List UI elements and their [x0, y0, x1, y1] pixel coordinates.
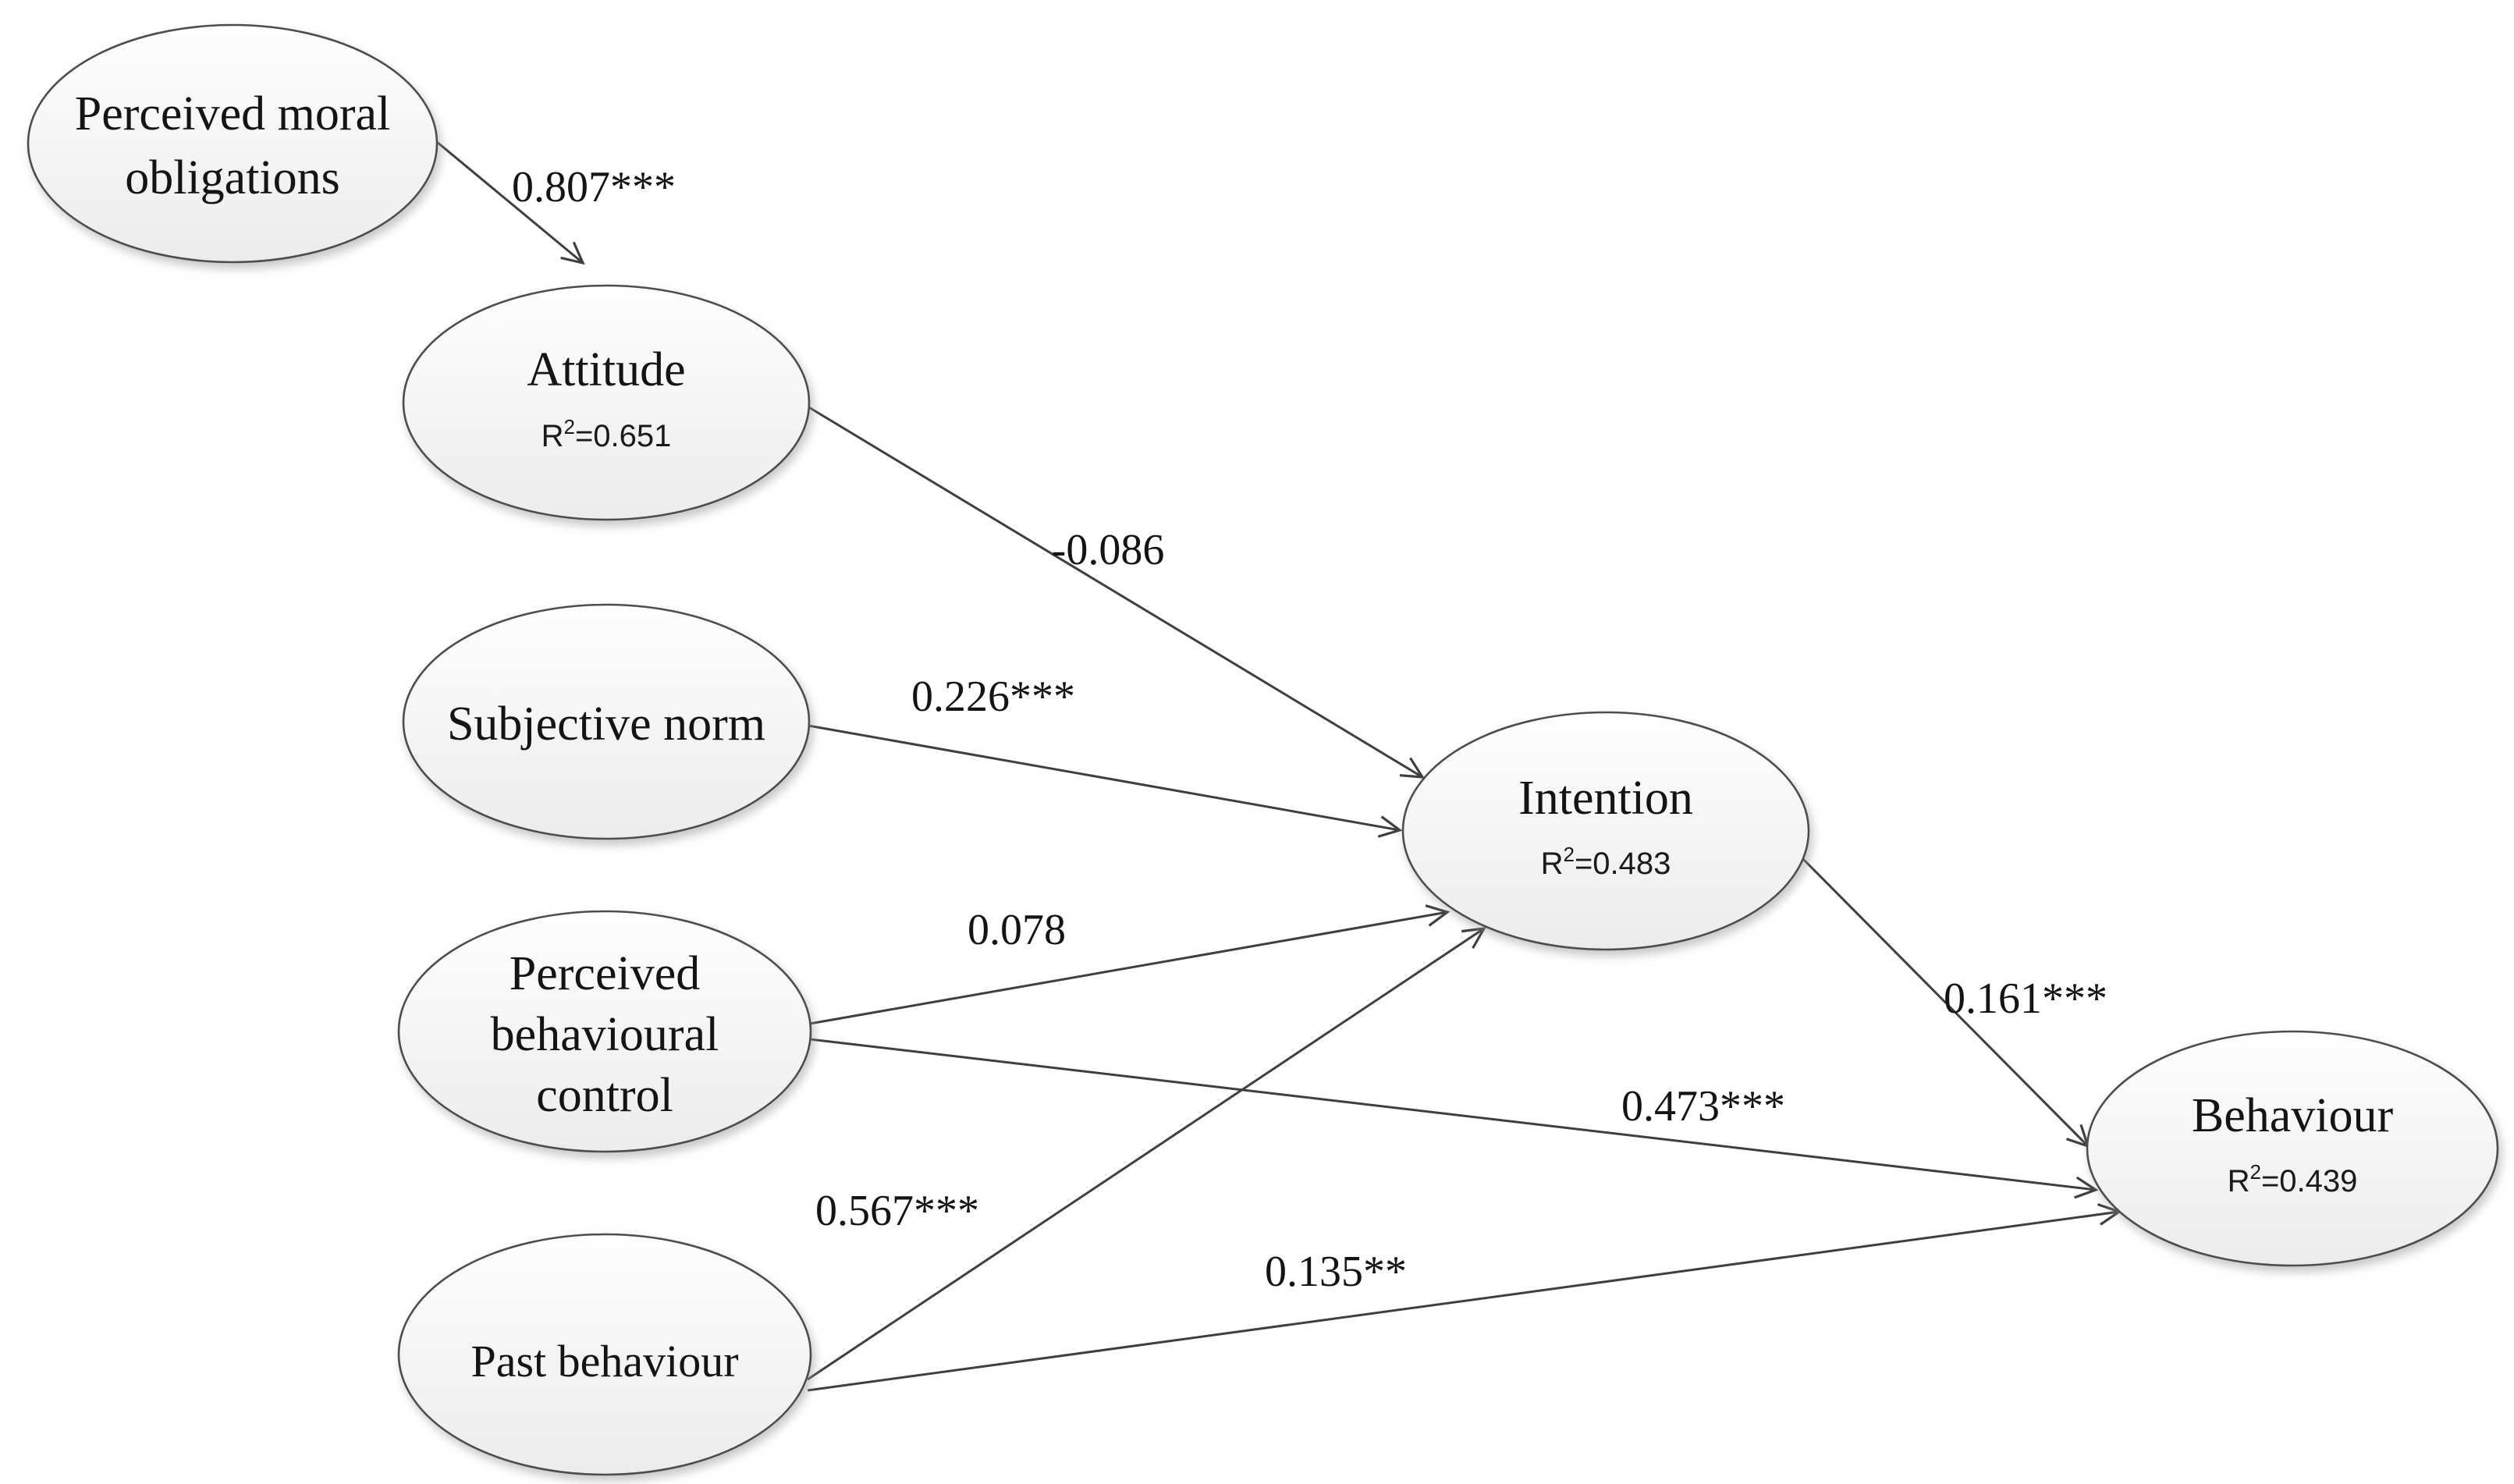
edge-past-behaviour-to-behaviour: [807, 1203, 2122, 1392]
node-behaviour: Behaviour R2=0.439: [2086, 1030, 2499, 1267]
edge-intention-to-behaviour: [1795, 851, 2090, 1149]
pbc-label-line1: Perceived: [510, 947, 700, 1000]
perceived-moral-obligations-label-line2: obligations: [125, 151, 340, 204]
edge-past-behaviour-to-intention: [807, 927, 1486, 1381]
node-subjective-norm: Subjective norm: [402, 603, 811, 840]
edge-label-subjective-norm-to-intention: 0.226***: [911, 673, 1075, 721]
edge-label-past-behaviour-to-behaviour: 0.135**: [1265, 1248, 1407, 1296]
node-past-behaviour: Past behaviour: [397, 1233, 812, 1476]
past-behaviour-ellipse: [397, 1233, 812, 1476]
intention-r2: R2=0.483: [1541, 843, 1671, 881]
edges-layer: [436, 140, 2122, 1392]
edge-pbc-to-intention: [809, 904, 1451, 1025]
node-intention: Intention R2=0.483: [1401, 711, 1810, 951]
edge-attitude-to-intention: [807, 405, 1426, 779]
subjective-norm-label: Subjective norm: [447, 698, 765, 751]
edge-label-pbc-to-intention: 0.078: [968, 906, 1066, 954]
past-behaviour-label: Past behaviour: [470, 1336, 738, 1386]
behaviour-r2: R2=0.439: [2228, 1160, 2358, 1198]
perceived-moral-obligations-ellipse: [27, 23, 439, 264]
pbc-label-line3: control: [536, 1069, 673, 1122]
edge-label-past-behaviour-to-intention: 0.567***: [815, 1187, 979, 1235]
behaviour-ellipse: [2086, 1030, 2499, 1267]
node-perceived-behavioural-control: Perceived behavioural control: [397, 910, 812, 1153]
edge-pbc-to-behaviour: [809, 1038, 2099, 1199]
edge-label-attitude-to-intention: -0.086: [1052, 526, 1165, 574]
edge-label-pbc-to-behaviour: 0.473***: [1621, 1082, 1785, 1131]
edge-labels-layer: 0.807*** -0.086 0.226*** 0.078 0.567*** …: [512, 163, 2107, 1296]
attitude-ellipse: [402, 284, 811, 521]
pbc-label-line2: behavioural: [491, 1008, 719, 1061]
edge-pmo-to-attitude: [436, 140, 585, 265]
node-attitude: Attitude R2=0.651: [402, 284, 811, 521]
perceived-moral-obligations-label-line1: Perceived moral: [75, 87, 391, 140]
subjective-norm-ellipse: [402, 603, 811, 840]
perceived-behavioural-control-ellipse: [397, 910, 812, 1153]
attitude-r2: R2=0.651: [542, 415, 672, 453]
edge-label-intention-to-behaviour: 0.161***: [1944, 975, 2107, 1023]
edge-label-pmo-to-attitude: 0.807***: [512, 163, 676, 211]
attitude-label: Attitude: [527, 343, 685, 396]
intention-label: Intention: [1518, 772, 1693, 825]
behaviour-label: Behaviour: [2192, 1089, 2394, 1142]
edge-subjective-norm-to-intention: [808, 724, 1403, 838]
node-perceived-moral-obligations: Perceived moral obligations: [27, 23, 439, 264]
nodes-layer: Perceived moral obligations Attitude R2=…: [27, 23, 2499, 1476]
intention-ellipse: [1401, 711, 1810, 951]
